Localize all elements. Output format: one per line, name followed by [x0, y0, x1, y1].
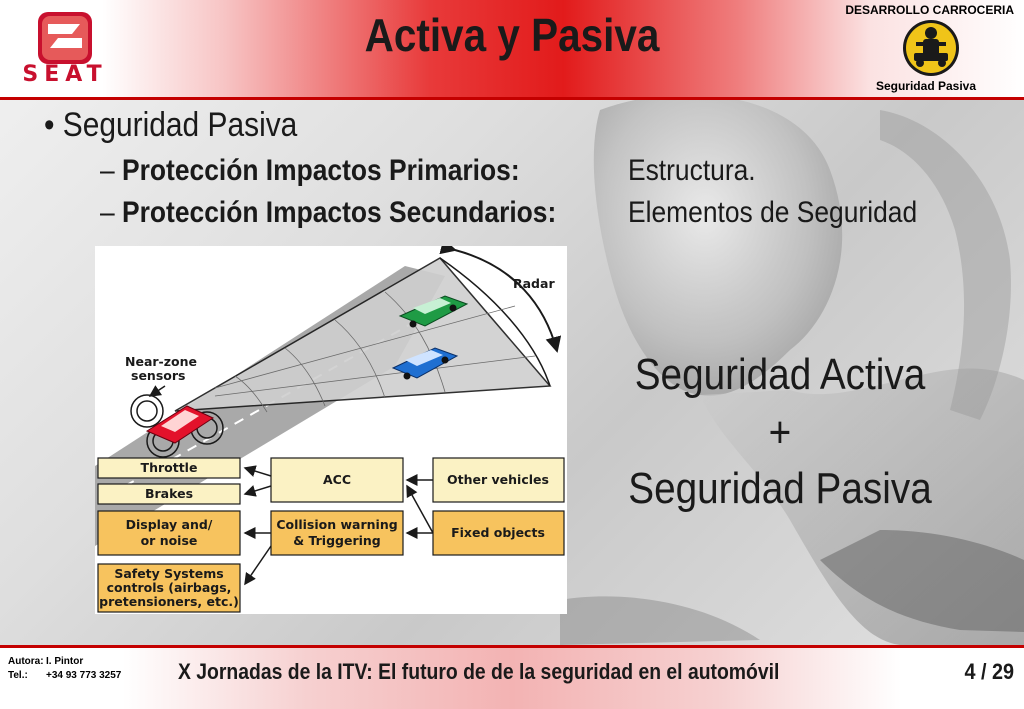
bullet-seguridad-pasiva: • Seguridad Pasiva — [44, 106, 298, 144]
svg-text:pretensioners, etc.): pretensioners, etc.) — [99, 594, 239, 609]
svg-text:& Triggering: & Triggering — [293, 533, 381, 548]
svg-text:Other vehicles: Other vehicles — [447, 472, 549, 487]
green-car — [398, 295, 469, 328]
author-info: Autora:I. Pintor Tel.: +34 93 773 3257 — [8, 655, 121, 683]
seat-logo-text: SEAT — [22, 62, 108, 87]
crash-dummy-badge-icon — [903, 20, 959, 76]
svg-text:Display and/: Display and/ — [126, 517, 213, 532]
header-bar — [0, 0, 1024, 98]
badge-label: Seguridad Pasiva — [875, 79, 977, 93]
sub-bullet-label: Protección Impactos Primarios: — [122, 154, 520, 187]
near-zone-sensors-label: Near-zone sensors — [125, 354, 197, 383]
radar-range-arrow — [439, 246, 562, 353]
throttle-box: Throttle — [97, 457, 241, 479]
collision-warning-box: Collision warning & Triggering — [270, 510, 404, 556]
svg-text:Throttle: Throttle — [141, 460, 198, 475]
flow-arrows — [243, 465, 434, 586]
brakes-box: Brakes — [97, 483, 241, 505]
svg-text:Near-zone: Near-zone — [125, 354, 197, 369]
equation-plus: + — [768, 408, 792, 457]
seat-logo-icon — [38, 12, 92, 64]
acc-system-diagram: Radar Near-z — [95, 246, 567, 614]
page-title: Activa y Pasiva — [364, 9, 660, 61]
svg-text:Fixed objects: Fixed objects — [451, 525, 545, 540]
safety-systems-box: Safety Systems controls (airbags, preten… — [97, 563, 241, 613]
dash: – — [100, 154, 115, 187]
tel-number: +34 93 773 3257 — [46, 670, 122, 681]
footer-bar — [0, 648, 1024, 709]
radar-label: Radar — [513, 276, 555, 291]
svg-text:Brakes: Brakes — [145, 486, 193, 501]
footer-divider — [0, 645, 1024, 648]
tel-key: Tel.: — [8, 670, 28, 681]
red-car — [130, 394, 224, 458]
svg-text:or noise: or noise — [141, 533, 198, 548]
acc-box: ACC — [270, 457, 404, 503]
author-name: I. Pintor — [46, 656, 84, 667]
sensor-pointer-arrow — [148, 385, 166, 397]
equation-seguridad-activa: Seguridad Activa — [634, 350, 926, 399]
svg-text:Safety Systems: Safety Systems — [114, 566, 223, 581]
equation-seguridad-pasiva: Seguridad Pasiva — [628, 464, 932, 513]
footer-title: X Jornadas de la ITV: El futuro de de la… — [178, 659, 780, 684]
other-vehicles-box: Other vehicles — [432, 457, 565, 503]
sub-bullet-primarios: – Protección Impactos Primarios: — [100, 154, 520, 188]
sub-bullet-value: Elementos de Seguridad — [628, 196, 918, 229]
page-number: 4 / 29 — [964, 659, 1014, 684]
radar-beam — [174, 257, 552, 412]
dash: – — [100, 196, 115, 229]
acc-diagram-svg: Radar Near-z — [95, 246, 565, 613]
svg-text:ACC: ACC — [323, 472, 351, 487]
sub-bullet-value: Estructura. — [628, 154, 756, 187]
author-key: Autora: — [8, 656, 44, 667]
fixed-objects-box: Fixed objects — [432, 510, 565, 556]
blue-car — [391, 347, 459, 380]
sub-bullet-label: Protección Impactos Secundarios: — [122, 196, 557, 229]
header-divider — [0, 97, 1024, 100]
svg-text:Collision warning: Collision warning — [276, 517, 397, 532]
department-label: DESARROLLO CARROCERIA — [845, 3, 1014, 17]
display-box: Display and/ or noise — [97, 510, 241, 556]
svg-text:sensors: sensors — [131, 368, 185, 383]
sub-bullet-secundarios: – Protección Impactos Secundarios: — [100, 196, 556, 230]
svg-text:controls (airbags,: controls (airbags, — [107, 580, 232, 595]
